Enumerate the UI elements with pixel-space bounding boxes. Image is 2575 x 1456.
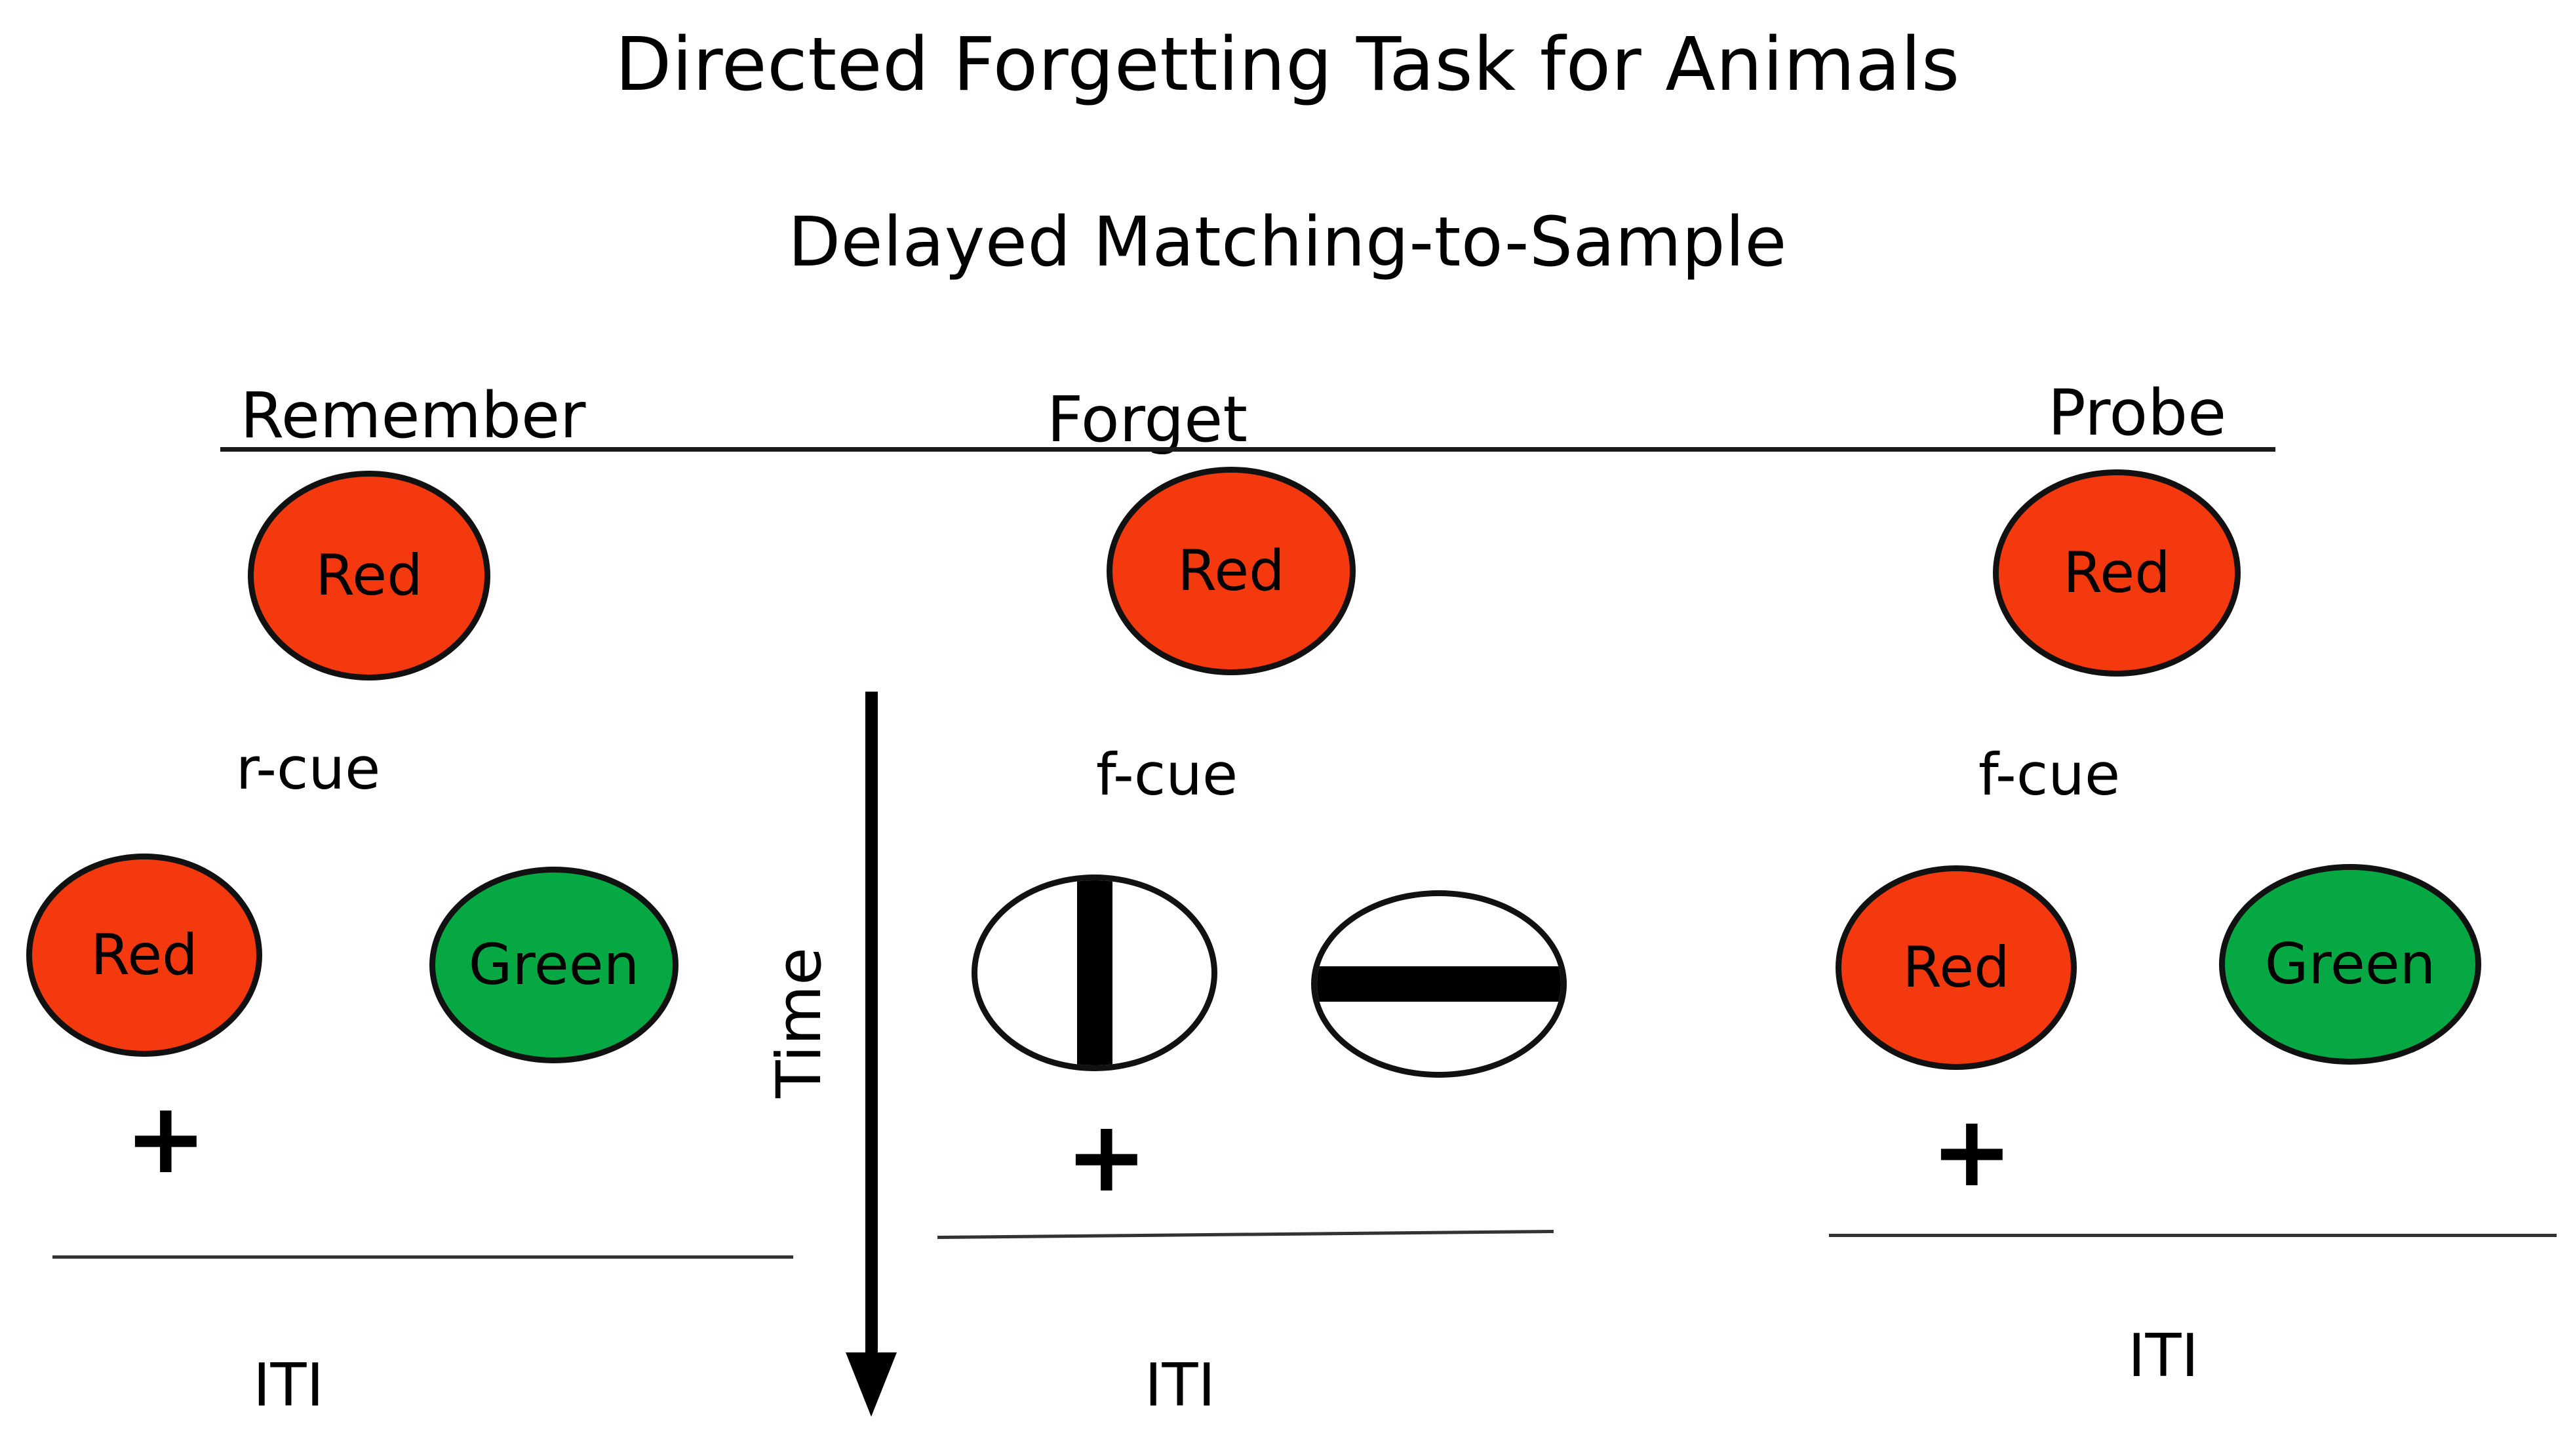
cue-stimulus-probe: Red — [1993, 469, 2241, 677]
horizontal-bar-icon — [1317, 966, 1561, 1002]
trial-separator-rule-forget — [937, 1229, 1554, 1239]
cue-stimulus-remember: Red — [248, 471, 490, 680]
vertical-bar-icon — [1076, 880, 1112, 1065]
trial-separator-rule-remember — [52, 1255, 793, 1259]
fixation-cross-forget: + — [1065, 1100, 1148, 1214]
cue-stimulus-label-probe: Red — [2063, 540, 2171, 606]
choice-stimulus-remember-red: Red — [26, 854, 262, 1057]
header-underline-rule — [220, 447, 2275, 452]
trial-separator-rule-probe — [1829, 1234, 2557, 1237]
choice-stimulus-label-probe-green: Green — [2264, 932, 2436, 997]
iti-label-forget: ITI — [1144, 1351, 1216, 1420]
fixation-cross-remember: + — [125, 1082, 207, 1196]
column-header-forget: Forget — [1047, 383, 1248, 456]
choice-stimulus-probe-red: Red — [1836, 865, 2077, 1070]
choice-stimulus-forget-vertical-bar — [972, 875, 1217, 1071]
column-header-remember: Remember — [240, 379, 586, 452]
cue-stimulus-label-remember: Red — [315, 543, 423, 608]
choice-stimulus-forget-horizontal-bar — [1311, 890, 1567, 1078]
cue-name-remember: r-cue — [235, 735, 381, 802]
cue-stimulus-forget: Red — [1107, 467, 1356, 675]
choice-stimulus-label-remember-green: Green — [468, 932, 640, 998]
cue-stimulus-label-forget: Red — [1177, 538, 1285, 604]
time-axis-label: Time — [764, 947, 835, 1099]
figure-title: Directed Forgetting Task for Animals — [615, 22, 1960, 108]
cue-name-probe: f-cue — [1978, 741, 2121, 808]
choice-stimulus-remember-green: Green — [429, 867, 678, 1063]
down-arrow-icon-shaft — [865, 692, 878, 1360]
iti-label-remember: ITI — [252, 1351, 324, 1420]
column-header-probe: Probe — [2047, 376, 2227, 450]
cue-name-forget: f-cue — [1095, 741, 1238, 808]
choice-stimulus-label-remember-red: Red — [90, 922, 198, 988]
choice-stimulus-label-probe-red: Red — [1902, 935, 2010, 1000]
fixation-cross-probe: + — [1931, 1095, 2013, 1209]
down-arrow-icon-head — [846, 1352, 897, 1417]
choice-stimulus-probe-green: Green — [2219, 864, 2481, 1065]
figure-subtitle: Delayed Matching-to-Sample — [788, 202, 1787, 282]
time-axis: Time — [764, 692, 911, 1419]
iti-label-probe: ITI — [2127, 1322, 2199, 1390]
